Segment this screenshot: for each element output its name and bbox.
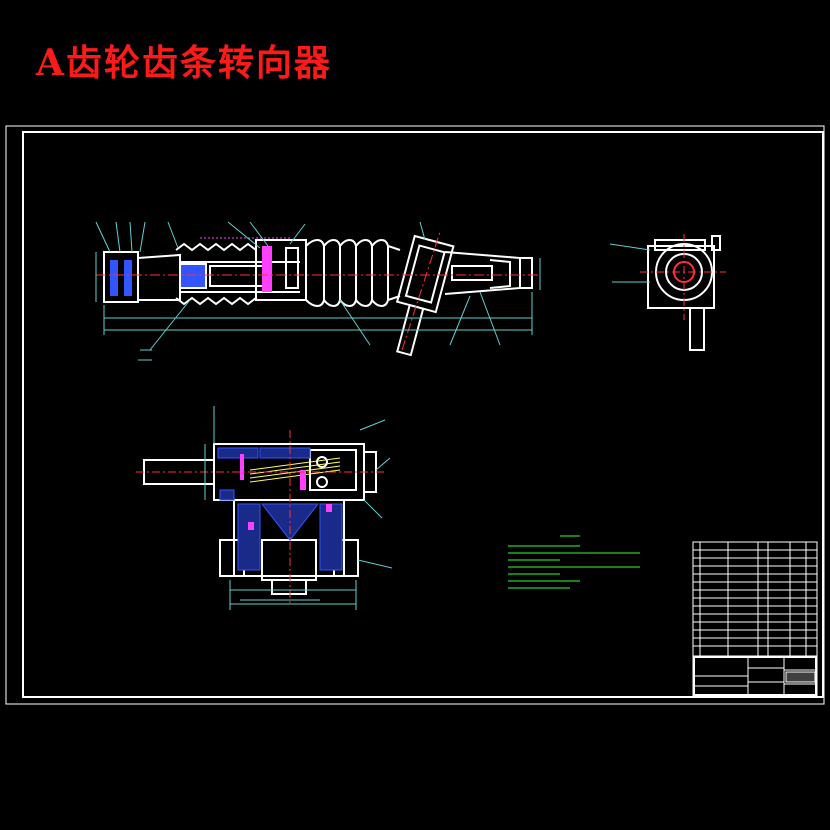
outer-frame bbox=[5, 125, 825, 705]
title-block bbox=[692, 655, 818, 697]
section-dimensions bbox=[204, 406, 393, 610]
end-view-leaders bbox=[609, 243, 651, 283]
section-magenta-parts bbox=[240, 454, 332, 530]
drawing-title: A齿轮齿条转向器 bbox=[36, 42, 332, 84]
parts-list-table bbox=[692, 541, 818, 657]
main-side-view bbox=[103, 234, 533, 357]
section-centerlines bbox=[136, 430, 386, 604]
inner-frame bbox=[22, 131, 824, 698]
technical-notes bbox=[508, 535, 640, 589]
end-view-centerlines bbox=[640, 234, 726, 320]
main-dimensions bbox=[95, 221, 541, 361]
